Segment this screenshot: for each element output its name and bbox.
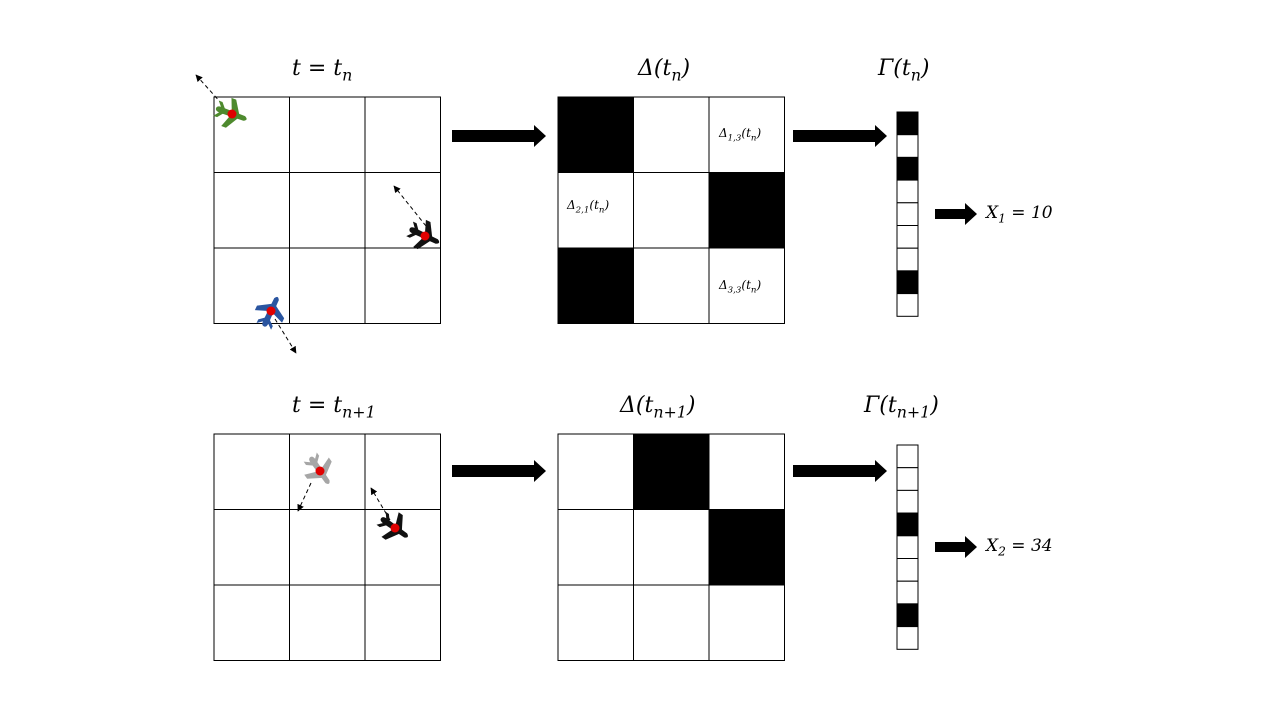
grid-cell <box>213 433 290 510</box>
gamma-cell <box>896 512 919 537</box>
grid-cell <box>289 509 366 586</box>
motion-vector-gray <box>297 482 312 512</box>
grid-cell <box>364 509 441 586</box>
delta-title-row2: Δ(tn+1) <box>620 393 696 422</box>
grid-cell <box>289 584 366 661</box>
grid-cell <box>633 172 710 249</box>
grid-cell <box>708 247 785 324</box>
grid-cell <box>213 172 290 249</box>
plane-position-dot <box>315 466 325 476</box>
gamma-cell <box>896 444 919 469</box>
state-grid-row2 <box>213 433 441 661</box>
grid-cell <box>213 584 290 661</box>
grid-cell <box>633 247 710 324</box>
state-grid-row1 <box>213 96 441 324</box>
gamma-cell <box>896 179 919 204</box>
grid-cell <box>557 584 634 661</box>
grid-cell <box>557 247 634 324</box>
grid-cell <box>708 584 785 661</box>
grid-cell <box>289 96 366 173</box>
grid-cell <box>708 509 785 586</box>
grid-cell <box>364 96 441 173</box>
grid-cell <box>708 433 785 510</box>
motion-vector-black <box>393 185 427 227</box>
grid-title-row1: t = tn <box>292 56 353 85</box>
grid-cell <box>289 247 366 324</box>
gamma-cell <box>896 202 919 227</box>
transform-arrow-grid-to-delta-row2 <box>452 460 546 482</box>
delta-matrix-row1 <box>557 96 785 324</box>
gamma-cell <box>896 603 919 628</box>
gamma-cell <box>896 558 919 582</box>
gamma-cell <box>896 225 919 249</box>
grid-cell <box>708 172 785 249</box>
plane-position-dot <box>420 231 430 241</box>
transform-arrow-grid-to-delta <box>452 125 546 147</box>
grid-cell <box>364 433 441 510</box>
gamma-cell <box>896 247 919 272</box>
grid-cell <box>633 509 710 586</box>
result-x1: X1 = 10 <box>986 203 1053 226</box>
delta-label-3-3: Δ3,3(tn) <box>719 278 762 296</box>
gamma-title-row1: Γ(tn) <box>878 56 930 85</box>
grid-cell <box>364 584 441 661</box>
gamma-cell <box>896 156 919 181</box>
grid-cell <box>633 433 710 510</box>
delta-label-1-3: Δ1,3(tn) <box>719 126 762 144</box>
gamma-cell <box>896 111 919 136</box>
grid-cell <box>633 96 710 173</box>
delta-label-2-1: Δ2,1(tn) <box>567 198 610 216</box>
grid-cell <box>364 247 441 324</box>
gamma-cell <box>896 293 919 317</box>
grid-cell <box>708 96 785 173</box>
delta-title-row1: Δ(tn) <box>638 56 691 85</box>
gamma-cell <box>896 467 919 491</box>
transform-arrow-delta-to-gamma <box>793 125 887 147</box>
grid-cell <box>213 96 290 173</box>
plane-position-dot <box>266 306 276 316</box>
gamma-cell <box>896 580 919 605</box>
grid-cell <box>557 96 634 173</box>
gamma-title-row2: Γ(tn+1) <box>864 393 939 422</box>
grid-cell <box>557 172 634 249</box>
gamma-cell <box>896 489 919 514</box>
result-x2: X2 = 34 <box>986 536 1053 559</box>
gamma-cell <box>896 270 919 295</box>
plane-position-dot <box>227 109 237 119</box>
delta-matrix-row2 <box>557 433 785 661</box>
motion-vector-blue <box>274 318 297 354</box>
encode-arrow-row2 <box>935 536 977 558</box>
gamma-vector-row1 <box>896 111 919 317</box>
grid-cell <box>557 509 634 586</box>
gamma-cell <box>896 535 919 559</box>
gamma-vector-row2 <box>896 444 919 650</box>
gamma-cell <box>896 626 919 650</box>
transform-arrow-delta-to-gamma-row2 <box>793 460 887 482</box>
grid-cell <box>289 172 366 249</box>
grid-cell <box>213 509 290 586</box>
encode-arrow-row1 <box>935 203 977 225</box>
motion-vector-black-row2 <box>370 487 391 521</box>
grid-cell <box>633 584 710 661</box>
gamma-cell <box>896 134 919 158</box>
plane-position-dot <box>390 523 400 533</box>
grid-cell <box>557 433 634 510</box>
grid-title-row2: t = tn+1 <box>292 393 376 422</box>
